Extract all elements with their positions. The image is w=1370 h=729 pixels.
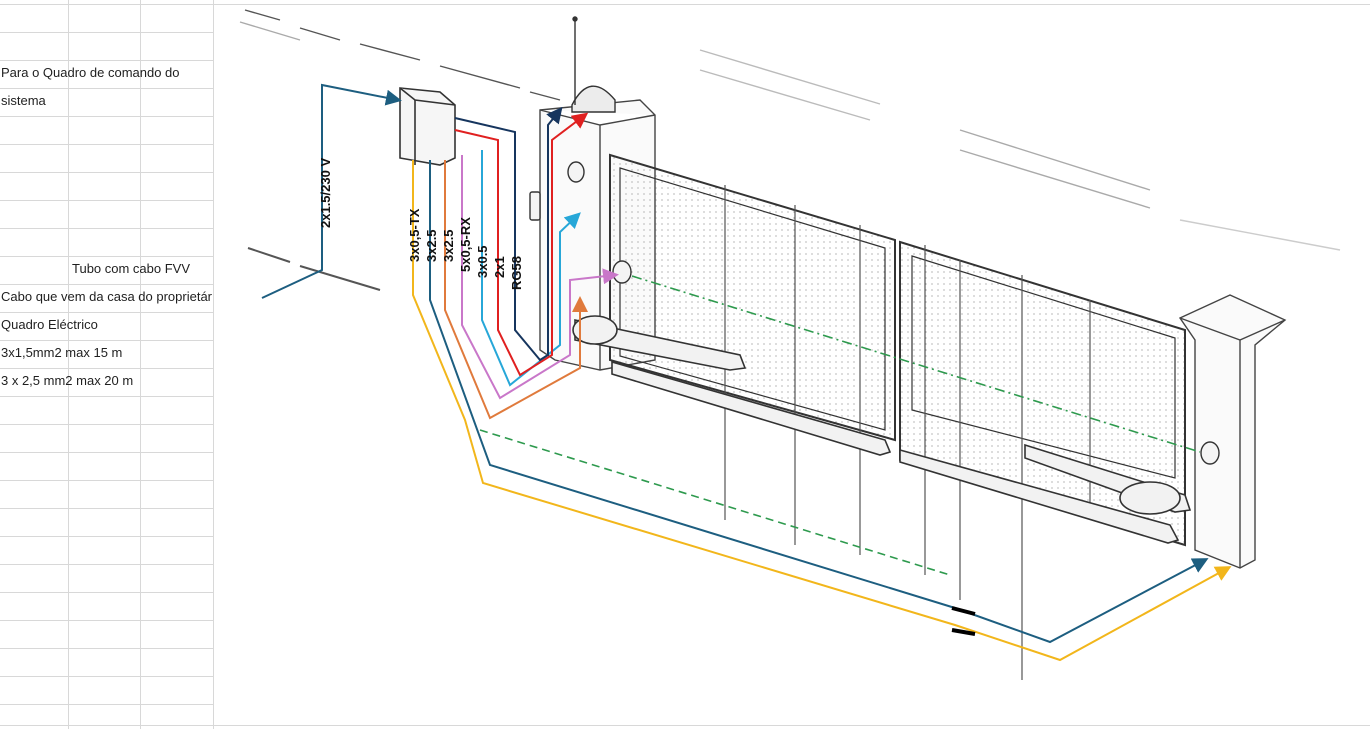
grid-column-line xyxy=(213,0,214,729)
label-electrical-panel: Quadro Eléctrico xyxy=(1,317,98,332)
label-control-panel-line2: sistema xyxy=(1,93,46,108)
grid-row-line xyxy=(0,508,214,509)
grid-row-line xyxy=(0,284,214,285)
grid-row-line xyxy=(0,564,214,565)
grid-row-line xyxy=(0,704,214,705)
label-m2: 3x2.5 xyxy=(441,229,456,262)
label-c05: 3x0.5 xyxy=(475,245,490,278)
teal-cable-route xyxy=(429,160,1209,644)
grid-row-line xyxy=(0,340,214,341)
cable-joint xyxy=(951,606,976,636)
grid-row-line xyxy=(0,172,214,173)
label-m1: 3x2.5 xyxy=(424,229,439,262)
grid-column-line xyxy=(68,0,69,729)
grid-row-line xyxy=(0,368,214,369)
grid-row-line xyxy=(0,480,214,481)
label-tube: Tubo com cabo FVV xyxy=(72,261,191,276)
label-spec-1: 3x1,5mm2 max 15 m xyxy=(1,345,123,360)
grid-row-line xyxy=(0,144,214,145)
grid-row-line xyxy=(0,452,214,453)
photocells xyxy=(529,161,1220,465)
gate-leaf-left xyxy=(609,153,896,442)
grid-row-line xyxy=(0,396,214,397)
grid-row-line xyxy=(0,620,214,621)
grid-row-line xyxy=(0,725,1370,726)
grid-row-line xyxy=(0,648,214,649)
grid-row-line xyxy=(0,676,214,677)
grid-row-line xyxy=(0,536,214,537)
orange-cable-route xyxy=(444,160,588,420)
grid-row-line xyxy=(0,4,1370,5)
operator-arm-right xyxy=(899,443,1192,544)
pink-cable-route xyxy=(461,155,619,400)
grid-row-line xyxy=(0,88,214,89)
label-power: 2x1.5/230 V xyxy=(318,158,333,228)
grid-row-line xyxy=(0,424,214,425)
flash-lamp xyxy=(571,16,616,113)
yellow-cable-route xyxy=(412,160,1232,662)
right-pillar xyxy=(1178,294,1287,569)
cable-label-group: 2x1.5/230 V 3x0,5-TX 3x2.5 3x2.5 5x0,5-R… xyxy=(318,158,524,290)
wall-sketch xyxy=(239,9,1341,291)
grid-row-line xyxy=(0,60,214,61)
grid-row-line xyxy=(0,32,214,33)
label-control-panel-line1: Para o Quadro de comando do xyxy=(1,65,180,80)
label-antenna: RG58 xyxy=(509,256,524,290)
label-spec-2: 3 x 2,5 mm2 max 20 m xyxy=(1,373,134,388)
grid-column-line xyxy=(140,0,141,729)
grid-row-line xyxy=(0,228,214,229)
grid-row-line xyxy=(0,592,214,593)
grid-row-line xyxy=(0,116,214,117)
navy-cable-route xyxy=(454,106,563,362)
control-box xyxy=(399,87,456,166)
photocell-beam xyxy=(631,275,1201,453)
operator-arm-left xyxy=(572,315,892,456)
label-tx: 3x0,5-TX xyxy=(407,208,422,262)
grid-row-line xyxy=(0,312,214,313)
label-rx: 5x0,5-RX xyxy=(458,217,473,272)
power-cable xyxy=(261,83,402,299)
label-house-cable: Cabo que vem da casa do proprietár xyxy=(1,289,213,304)
label-lamp: 2x1 xyxy=(492,256,507,278)
grid-row-line xyxy=(0,256,214,257)
grid-row-line xyxy=(0,200,214,201)
red-cable-route xyxy=(454,112,589,377)
green-underground-line xyxy=(479,429,951,576)
